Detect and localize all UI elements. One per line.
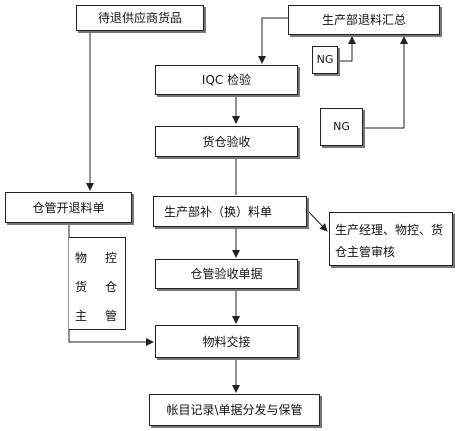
node-pending-supplier-return-label: 待退供应商货品 [97, 11, 182, 25]
edge-ng-top-to-summary [336, 36, 356, 62]
node-production-supplement-label: 生产部补（换）料单 [164, 204, 273, 219]
node-acceptance-documents-label: 仓管验收单据 [190, 267, 263, 281]
node-records-filing-label: 帐目记录\单据分发与保管 [166, 403, 303, 417]
signer-char: 物 [75, 251, 88, 265]
node-production-return-summary: 生产部退料汇总 [288, 5, 440, 35]
node-managers-approval: 生产经理、物控、货 仓主管审核 [329, 212, 453, 266]
signer-char: 仓 [105, 280, 118, 294]
signer-char: 货 [75, 280, 88, 294]
signer-char: 主 [75, 309, 88, 323]
node-warehouse-return-note-label: 仓管开退料单 [32, 200, 105, 215]
node-production-supplement: 生产部补（换）料单 [153, 196, 307, 227]
edge-summary-to-iqc [258, 17, 288, 64]
node-warehouse-receive-label: 货仓验收 [202, 134, 251, 149]
signer-char: 控 [105, 251, 118, 265]
node-managers-approval-line2: 仓主管审核 [335, 245, 396, 259]
node-managers-approval-line1: 生产经理、物控、货 [335, 223, 444, 237]
edge-supplement-to-approvers [305, 208, 328, 232]
node-production-return-summary-label: 生产部退料汇总 [321, 13, 406, 27]
node-ng-top-label: NG [316, 53, 334, 66]
signer-char: 管 [105, 309, 118, 323]
node-acceptance-documents: 仓管验收单据 [155, 259, 298, 289]
node-material-handover: 物料交接 [155, 325, 298, 358]
node-iqc-inspection-label: IQC 检验 [201, 73, 252, 87]
node-pending-supplier-return: 待退供应商货品 [76, 5, 204, 31]
node-records-filing: 帐目记录\单据分发与保管 [149, 394, 320, 426]
node-material-handover-label: 物料交接 [202, 334, 251, 349]
edge-ng-mid-to-summary [363, 36, 408, 129]
node-ng-mid: NG [320, 108, 363, 146]
node-ng-top: NG [312, 46, 338, 74]
node-warehouse-receive: 货仓验收 [155, 126, 298, 157]
node-iqc-inspection: IQC 检验 [155, 65, 298, 95]
node-signers: 物 货 主 控 仓 管 [69, 237, 126, 330]
node-ng-mid-label: NG [333, 120, 350, 133]
node-warehouse-return-note: 仓管开退料单 [5, 192, 132, 223]
